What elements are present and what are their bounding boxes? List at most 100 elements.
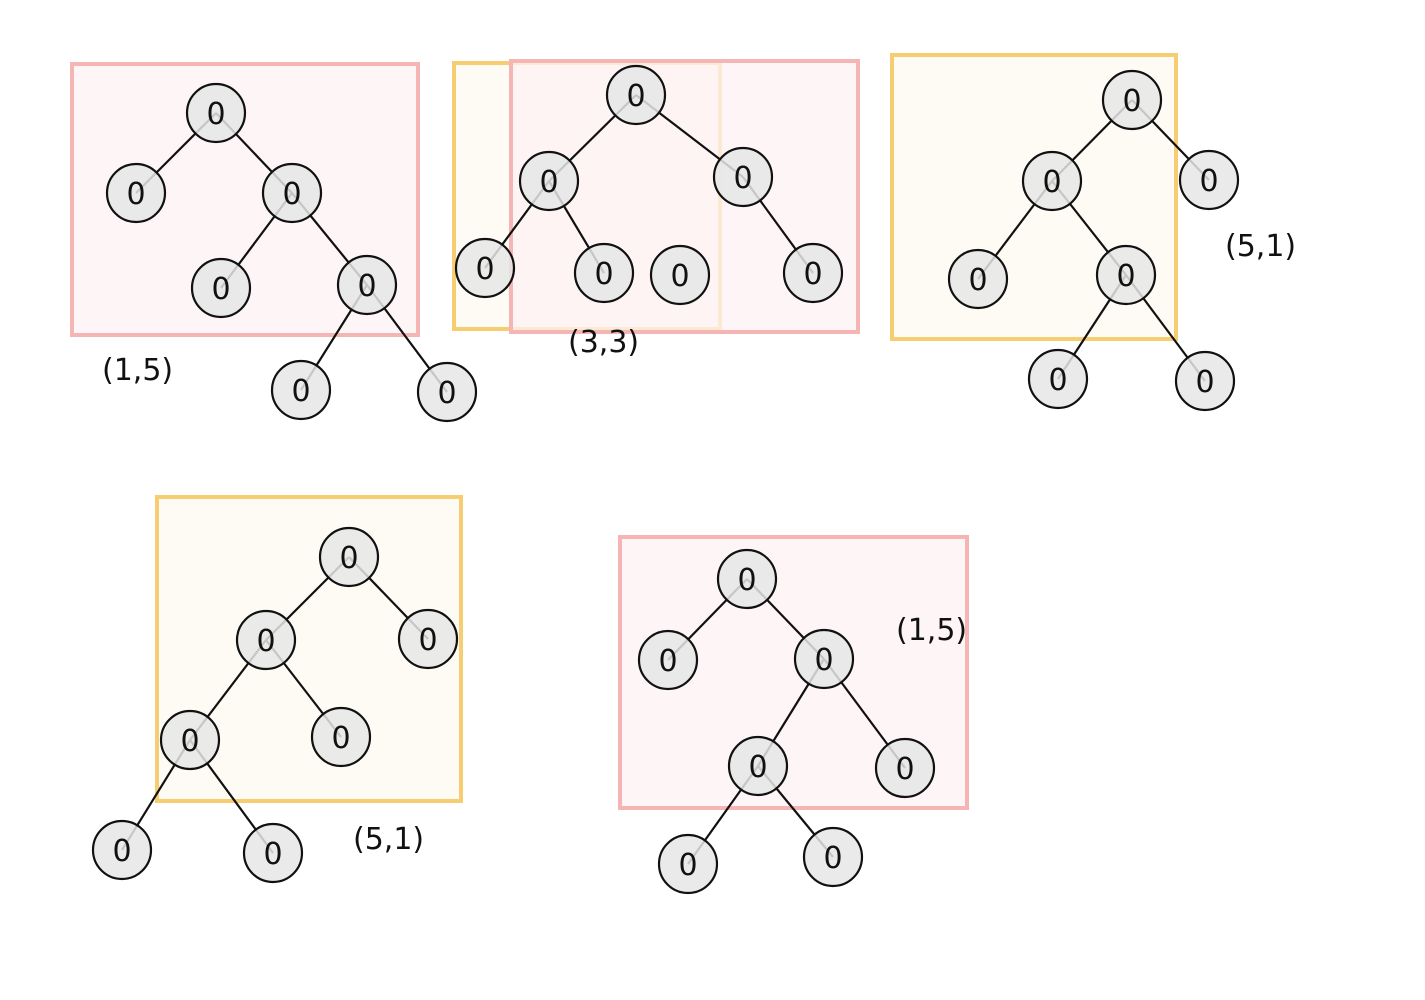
tree3-node-3: 0 xyxy=(947,248,1009,310)
tree5-node-5: 0 xyxy=(657,833,719,895)
tree5-node-label-5: 0 xyxy=(678,848,697,883)
tree4-node-circle-4 xyxy=(310,706,372,768)
tree2-node-circle-6 xyxy=(782,242,844,304)
tree3-node-label-0: 0 xyxy=(1122,84,1141,119)
tree5-node-2: 0 xyxy=(793,628,855,690)
tree2-node-label-2: 0 xyxy=(733,161,752,196)
tree5-node-label-3: 0 xyxy=(748,750,767,785)
tree4-node-0: 0 xyxy=(318,526,380,588)
tree4-node-label-3: 0 xyxy=(180,724,199,759)
tree1-node-circle-1 xyxy=(105,162,167,224)
tree2-node-circle-3 xyxy=(454,237,516,299)
tree3-node-circle-6 xyxy=(1174,350,1236,412)
tree3-node-label-6: 0 xyxy=(1195,365,1214,400)
tree5-node-circle-4 xyxy=(874,737,936,799)
tree4-node-label-1: 0 xyxy=(256,624,275,659)
tree4-node-1: 0 xyxy=(235,609,297,671)
tree1-node-3: 0 xyxy=(190,257,252,319)
tree3-node-label-2: 0 xyxy=(1199,164,1218,199)
tree4-node-label-5: 0 xyxy=(112,834,131,869)
tree4-node-6: 0 xyxy=(242,822,304,884)
tree4-node-4: 0 xyxy=(310,706,372,768)
tree1-node-circle-3 xyxy=(190,257,252,319)
tree2-node-4: 0 xyxy=(573,242,635,304)
tree5-node-0: 0 xyxy=(716,548,778,610)
tree3-node-label-3: 0 xyxy=(968,263,987,298)
tree2-node-5: 0 xyxy=(649,244,711,306)
tree4-node-3: 0 xyxy=(159,709,221,771)
caption-tree4: (5,1) xyxy=(353,822,424,857)
tree1-node-label-0: 0 xyxy=(206,97,225,132)
tree1-node-0: 0 xyxy=(185,82,247,144)
tree5-node-label-4: 0 xyxy=(895,752,914,787)
caption-tree3: (5,1) xyxy=(1225,229,1296,264)
tree4-node-circle-1 xyxy=(235,609,297,671)
boxes-layer xyxy=(70,53,1178,810)
tree1-node-circle-5 xyxy=(270,359,332,421)
tree3-node-circle-3 xyxy=(947,248,1009,310)
tree2-node-circle-1 xyxy=(518,150,580,212)
tree5-node-4: 0 xyxy=(874,737,936,799)
tree4-node-circle-0 xyxy=(318,526,380,588)
tree4-node-label-0: 0 xyxy=(339,541,358,576)
tree1-node-label-1: 0 xyxy=(126,177,145,212)
tree3-node-circle-5 xyxy=(1027,348,1089,410)
tree2-node-circle-4 xyxy=(573,242,635,304)
tree2-node-label-1: 0 xyxy=(539,165,558,200)
tree3-node-circle-4 xyxy=(1095,244,1157,306)
tree1-node-1: 0 xyxy=(105,162,167,224)
tree5-node-circle-0 xyxy=(716,548,778,610)
tree4-node-circle-6 xyxy=(242,822,304,884)
tree2-node-label-4: 0 xyxy=(594,257,613,292)
tree2-node-label-3: 0 xyxy=(475,252,494,287)
caption-tree5: (1,5) xyxy=(896,613,967,648)
tree3-node-label-4: 0 xyxy=(1116,259,1135,294)
tree1-node-5: 0 xyxy=(270,359,332,421)
tree3-node-0: 0 xyxy=(1101,69,1163,131)
tree2-node-1: 0 xyxy=(518,150,580,212)
tree3-node-circle-2 xyxy=(1178,149,1240,211)
tree1-node-label-3: 0 xyxy=(211,272,230,307)
tree2-node-circle-2 xyxy=(712,146,774,208)
tree3-node-circle-0 xyxy=(1101,69,1163,131)
tree5-node-label-1: 0 xyxy=(658,644,677,679)
tree5-node-label-6: 0 xyxy=(823,841,842,876)
tree5-node-circle-5 xyxy=(657,833,719,895)
captions-layer: (1,5) (3,3) (5,1) (5,1) (1,5) xyxy=(102,229,1296,857)
tree5-node-circle-1 xyxy=(637,629,699,691)
tree3-node-label-5: 0 xyxy=(1048,363,1067,398)
tree1-node-circle-0 xyxy=(185,82,247,144)
tree2-node-label-5: 0 xyxy=(670,259,689,294)
tree2-node-label-6: 0 xyxy=(803,257,822,292)
tree1-node-circle-2 xyxy=(261,162,323,224)
tree5-node-3: 0 xyxy=(727,735,789,797)
tree1-node-label-6: 0 xyxy=(437,376,456,411)
tree2-node-label-0: 0 xyxy=(626,79,645,114)
tree2-node-6: 0 xyxy=(782,242,844,304)
tree2-node-circle-0 xyxy=(605,64,667,126)
tree1-node-2: 0 xyxy=(261,162,323,224)
tree3-node-6: 0 xyxy=(1174,350,1236,412)
tree1-node-circle-6 xyxy=(416,361,478,423)
tree4-node-5: 0 xyxy=(91,819,153,881)
tree5-node-circle-3 xyxy=(727,735,789,797)
tree1-node-circle-4 xyxy=(336,254,398,316)
tree5-node-6: 0 xyxy=(802,826,864,888)
tree4-node-circle-2 xyxy=(397,608,459,670)
tree5-node-label-2: 0 xyxy=(814,643,833,678)
tree1-node-4: 0 xyxy=(336,254,398,316)
caption-tree2: (3,3) xyxy=(568,325,639,360)
tree1-node-6: 0 xyxy=(416,361,478,423)
caption-tree1: (1,5) xyxy=(102,353,173,388)
tree5-node-circle-6 xyxy=(802,826,864,888)
tree5-node-circle-2 xyxy=(793,628,855,690)
tree1-node-label-5: 0 xyxy=(291,374,310,409)
tree4-node-label-4: 0 xyxy=(331,721,350,756)
tree2-node-circle-5 xyxy=(649,244,711,306)
tree1-node-label-4: 0 xyxy=(357,269,376,304)
tree4-node-2: 0 xyxy=(397,608,459,670)
tree1-node-label-2: 0 xyxy=(282,177,301,212)
tree4-node-circle-3 xyxy=(159,709,221,771)
